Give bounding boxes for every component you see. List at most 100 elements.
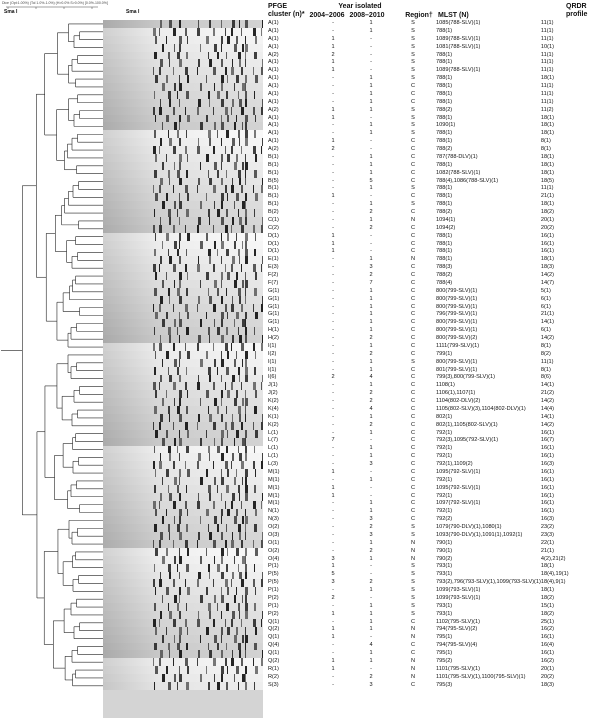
pfge-cluster-cell: M(1) bbox=[268, 492, 280, 499]
gel-lane bbox=[103, 642, 263, 651]
year-2004-2006-cell: - bbox=[332, 185, 334, 192]
gel-lane bbox=[103, 611, 263, 619]
qrdr-cell: 6(1) bbox=[540, 303, 551, 310]
year-2004-2006-cell: 1 bbox=[331, 193, 335, 200]
pfge-cluster-cell: O(2) bbox=[268, 524, 280, 530]
year-2004-2006-cell: 1 bbox=[331, 610, 335, 617]
qrdr-cell: 20(2) bbox=[540, 224, 554, 231]
year-2008-2010-cell: 1 bbox=[369, 106, 373, 113]
qrdr-cell: 22(1) bbox=[540, 539, 554, 546]
year-2004-2006-cell: 1 bbox=[331, 240, 335, 247]
qrdr-cell: 21(2) bbox=[540, 390, 554, 397]
year-2004-2006-cell: 1 bbox=[331, 634, 335, 641]
mlst-cell: 802(1) bbox=[436, 413, 453, 420]
gel-lane bbox=[103, 500, 263, 509]
year-2004-2006-cell: - bbox=[332, 405, 334, 412]
region-cell: C bbox=[410, 335, 416, 341]
mlst-cell: 788(4),1086(788-SLV)(1) bbox=[436, 177, 499, 184]
qrdr-cell: 8(1) bbox=[540, 138, 551, 145]
region-cell: C bbox=[410, 327, 416, 334]
gel-lane bbox=[103, 540, 263, 548]
year-2008-2010-cell: 1 bbox=[369, 122, 373, 129]
gel-lane bbox=[103, 524, 263, 533]
year-2008-2010-cell: 1 bbox=[369, 610, 373, 617]
qrdr-cell: 11(1) bbox=[540, 51, 554, 58]
qrdr-cell: 11(1) bbox=[540, 20, 554, 26]
gel-lane bbox=[103, 681, 263, 690]
similarity-scale-bar bbox=[6, 6, 98, 9]
qrdr-cell: 6(1) bbox=[540, 295, 551, 302]
mlst-cell: 1101(795-SLV)(1),1100(795-SLV)(1) bbox=[436, 673, 526, 680]
pfge-cluster-cell: G(1) bbox=[268, 319, 280, 326]
gel-lane bbox=[103, 20, 263, 28]
year-2004-2006-cell: 1 bbox=[331, 484, 335, 491]
mlst-cell: 1101(795-SLV)(1) bbox=[436, 665, 480, 672]
year-2004-2006-cell: 2 bbox=[331, 374, 335, 381]
region-cell: C bbox=[410, 461, 416, 467]
year-2004-2006-cell: - bbox=[332, 169, 334, 176]
region-cell: C bbox=[410, 516, 416, 523]
year-2008-2010-cell: 4 bbox=[369, 405, 373, 412]
region-cell: C bbox=[410, 508, 416, 515]
region-cell: S bbox=[411, 579, 415, 586]
qrdr-cell: 21(1) bbox=[540, 193, 554, 200]
mlst-cell: 788(1) bbox=[436, 83, 453, 89]
year-2004-2006-cell: 2 bbox=[331, 51, 335, 58]
qrdr-cell: 14(1) bbox=[540, 319, 554, 326]
year-2008-2010-cell: - bbox=[370, 232, 372, 239]
qrdr-cell: 20(2) bbox=[540, 673, 554, 680]
year-2004-2006-cell: - bbox=[332, 673, 334, 680]
gel-lane bbox=[103, 461, 263, 470]
qrdr-cell: 11(1) bbox=[540, 59, 554, 66]
region-cell: C bbox=[410, 98, 416, 105]
year-2004-2006-cell: - bbox=[332, 358, 334, 365]
mlst-cell: 794(795-SLV)(4) bbox=[436, 642, 478, 649]
year-2004-2006-cell: - bbox=[332, 508, 334, 515]
pfge-cluster-cell: A(1) bbox=[268, 43, 279, 50]
pfge-cluster-cell: J(2) bbox=[268, 390, 278, 397]
mlst-cell: 792(2) bbox=[436, 516, 453, 523]
year-2004-2006-cell: - bbox=[332, 461, 334, 467]
qrdr-cell: 18(2) bbox=[540, 594, 554, 601]
year-2008-2010-cell: - bbox=[370, 146, 372, 152]
qrdr-cell: 16(1) bbox=[540, 634, 554, 641]
mlst-cell: 788(2) bbox=[436, 106, 453, 113]
qrdr-cell: 20(1) bbox=[540, 665, 554, 672]
gel-lane bbox=[103, 484, 263, 493]
year-2004-2006-cell: - bbox=[332, 75, 334, 82]
year-2004-2006-cell: - bbox=[332, 161, 334, 168]
mlst-cell: 799(3),800(799-SLV)(1) bbox=[436, 374, 495, 381]
year-2008-2010-cell: - bbox=[370, 51, 372, 58]
mlst-cell: 792(1) bbox=[436, 508, 453, 515]
year-2004-2006-cell: - bbox=[332, 587, 334, 593]
mlst-cell: 792(1) bbox=[436, 492, 453, 499]
gel-lane bbox=[103, 67, 263, 76]
mlst-cell: 1079(790-DLV)(1),1080(1) bbox=[436, 524, 502, 530]
region-cell: S bbox=[411, 67, 415, 74]
year-2004-2006-cell: - bbox=[332, 382, 334, 389]
region-cell: C bbox=[410, 366, 416, 373]
gel-lane bbox=[103, 587, 263, 596]
year-2004-2006-cell: - bbox=[332, 602, 334, 609]
mlst-cell: 788(1) bbox=[436, 138, 453, 145]
year-2004-2006-cell: 1 bbox=[331, 492, 335, 499]
qrdr-cell: 14(2) bbox=[540, 421, 554, 428]
region-cell: C bbox=[410, 484, 416, 491]
year-2004-2006-cell: 5 bbox=[331, 571, 335, 578]
pfge-cluster-cell: Q(1) bbox=[268, 650, 280, 656]
pfge-cluster-cell: A(1) bbox=[268, 20, 279, 26]
